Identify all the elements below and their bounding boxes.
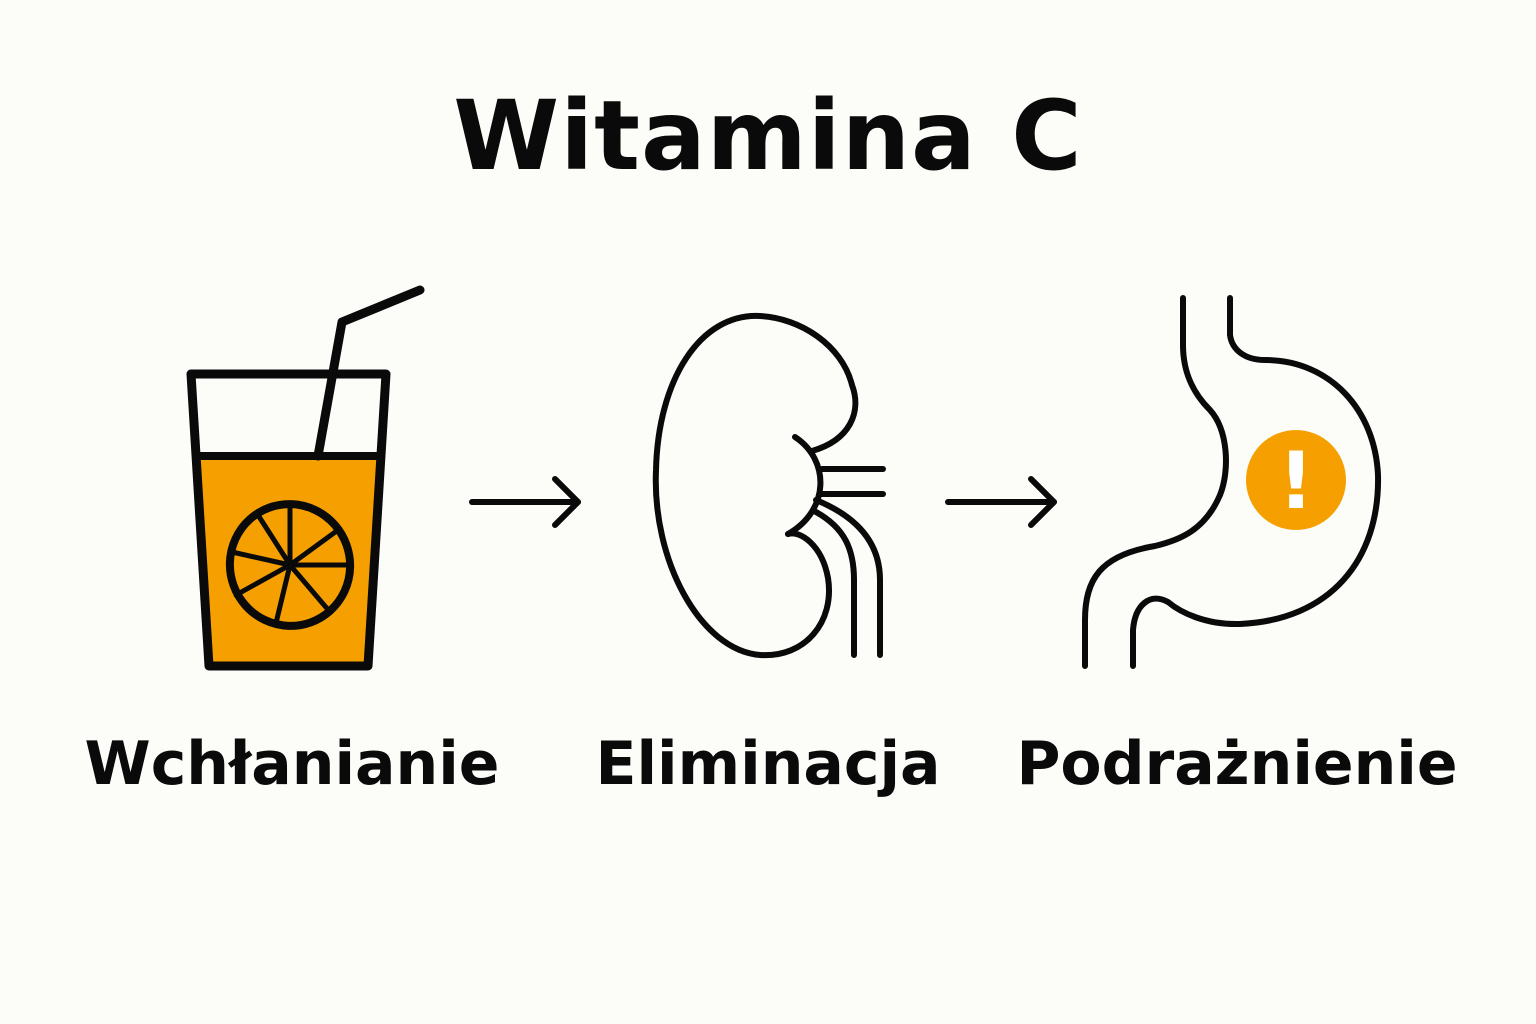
glass-outline [186,369,391,671]
arrow-right-icon [945,476,1057,528]
step-label-absorption: Wchłanianie [84,729,500,799]
stomach-icon [1082,295,1382,669]
kidney-icon [652,312,886,659]
orange-slice-icon [225,500,355,630]
step-label-irritation: Podrażnienie [1016,729,1458,799]
step-label-elimination: Eliminacja [595,729,941,799]
diagram-title: Witamina C [453,80,1083,192]
arrow-right-icon [469,476,581,528]
straw-icon [313,285,425,461]
juice-glass-icon [186,285,425,671]
warning-symbol: ! [1278,437,1314,527]
warning-icon [1246,430,1346,530]
